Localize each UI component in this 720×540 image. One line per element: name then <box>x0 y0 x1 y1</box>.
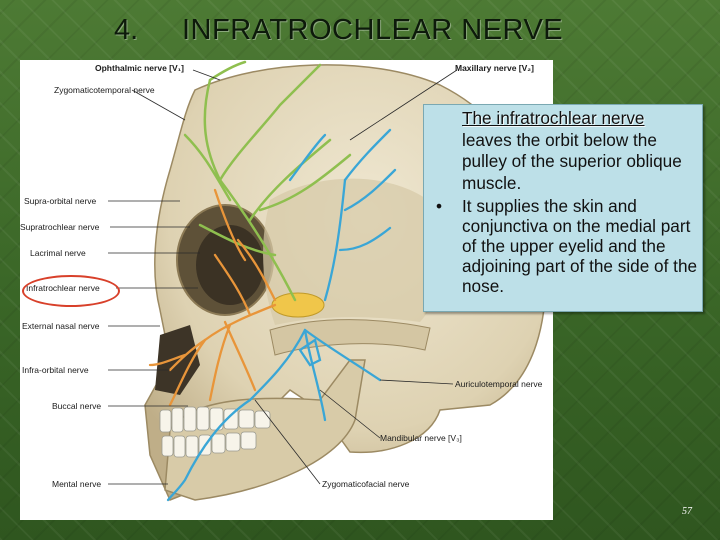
leader-lines <box>108 69 458 485</box>
label-mandibular-nerve: Mandibular nerve [V₃] <box>380 433 462 443</box>
label-external-nasal-nerve: External nasal nerve <box>22 321 100 331</box>
mandible <box>164 359 366 501</box>
slide-title-bar: 4. INFRATROCHLEAR NERVE <box>0 0 720 60</box>
label-supraorbital-nerve: Supra-orbital nerve <box>24 196 97 206</box>
zygomatic-arch <box>269 319 431 356</box>
textbox-heading: The infratrochlear nerve <box>462 108 645 128</box>
textbox-first-paragraph: The infratrochlear nerve leaves the orbi… <box>462 108 698 194</box>
trigeminal-ganglion <box>271 292 325 318</box>
description-textbox: The infratrochlear nerve leaves the orbi… <box>423 104 703 312</box>
maxillary-nerve-branches <box>148 188 277 407</box>
textbox-bullet-text: It supplies the skin and conjunctiva on … <box>462 196 698 296</box>
slide-number: 4. <box>114 14 139 46</box>
page-number: 57 <box>682 506 692 517</box>
mandibular-nerve-branches <box>166 128 397 502</box>
label-maxillary-nerve: Maxillary nerve [V₂] <box>455 63 534 73</box>
label-buccal-nerve: Buccal nerve <box>52 401 102 411</box>
bullet-symbol: • <box>436 196 443 216</box>
ophthalmic-nerve-branches <box>183 60 352 302</box>
nasal-cavity <box>155 325 200 395</box>
label-supratrochlear-nerve: Supratrochlear nerve <box>20 222 100 232</box>
slide-title: INFRATROCHLEAR NERVE <box>182 14 564 46</box>
label-auriculotemporal-nerve: Auriculotemporal nerve <box>455 379 543 389</box>
infratrochlear-highlight-oval <box>22 275 120 307</box>
label-zygomaticotemporal-nerve: Zygomaticotemporal nerve <box>54 85 155 95</box>
label-lacrimal-nerve: Lacrimal nerve <box>30 248 86 258</box>
textbox-bullet: • It supplies the skin and conjunctiva o… <box>436 196 698 296</box>
label-ophthalmic-nerve: Ophthalmic nerve [V₁] <box>95 63 185 73</box>
label-infraorbital-nerve: Infra-orbital nerve <box>22 365 89 375</box>
textbox-line1: leaves the orbit below the pulley of the… <box>462 129 682 193</box>
upper-teeth <box>159 406 271 433</box>
label-zygomaticofacial-nerve: Zygomaticofacial nerve <box>322 479 410 489</box>
label-mental-nerve: Mental nerve <box>52 479 102 489</box>
